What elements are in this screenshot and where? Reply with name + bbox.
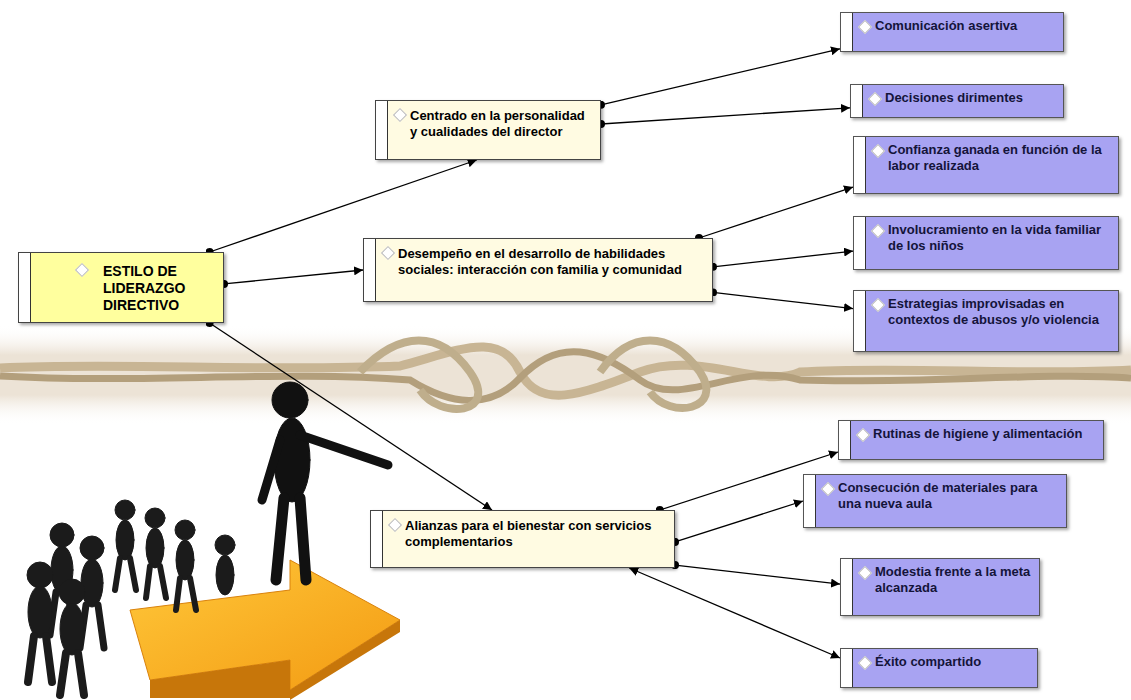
node-text: Centrado en la personalidad y cualidades… [410, 108, 590, 139]
connector [675, 501, 803, 542]
node-text: Rutinas de higiene y alimentación [873, 426, 1095, 442]
connector [210, 323, 492, 510]
item-box: Éxito compartido [840, 648, 1038, 688]
node-text: Estrategias improvisadas en contextos de… [888, 296, 1110, 327]
connector [699, 187, 853, 238]
node-text: Desempeño en el desarrollo de habilidade… [398, 246, 702, 277]
item-box: Decisiones dirimentes [850, 84, 1064, 118]
node-text: Comunicación asertiva [875, 18, 1055, 34]
item-box: Estrategias improvisadas en contextos de… [853, 290, 1119, 352]
node-text: Involucramiento en la vida familiar de l… [888, 222, 1110, 253]
connector [224, 270, 363, 284]
node-text: Éxito compartido [875, 654, 1029, 670]
connector [713, 251, 853, 267]
item-box: Modestia frente a la meta alcanzada [840, 558, 1040, 616]
item-box: Involucramiento en la vida familiar de l… [853, 216, 1119, 270]
connector [675, 565, 840, 584]
node-text: Modestia frente a la meta alcanzada [875, 564, 1031, 595]
node-text: ESTILO DE LIDERAZGO DIRECTIVO [103, 263, 215, 313]
category-box: Desempeño en el desarrollo de habilidade… [363, 238, 713, 302]
item-box: Comunicación asertiva [840, 12, 1064, 52]
connector [713, 292, 853, 308]
item-box: Consecución de materiales para una nueva… [803, 474, 1067, 528]
connector [629, 568, 840, 658]
category-box: Alianzas para el bienestar con servicios… [370, 510, 675, 568]
leader-arrow [130, 560, 400, 700]
connector [601, 49, 840, 105]
follower-figures [27, 500, 235, 695]
category-box: Centrado en la personalidad y cualidades… [375, 100, 601, 160]
node-text: Consecución de materiales para una nueva… [838, 480, 1058, 511]
node-text: Decisiones dirimentes [885, 90, 1055, 106]
connector [601, 108, 850, 124]
item-box: Confianza ganada en función de la labor … [853, 136, 1119, 194]
root-box: ESTILO DE LIDERAZGO DIRECTIVO [18, 252, 224, 323]
item-box: Rutinas de higiene y alimentación [838, 420, 1104, 460]
node-text: Confianza ganada en función de la labor … [888, 142, 1110, 173]
node-text: Alianzas para el bienestar con servicios… [405, 518, 664, 549]
